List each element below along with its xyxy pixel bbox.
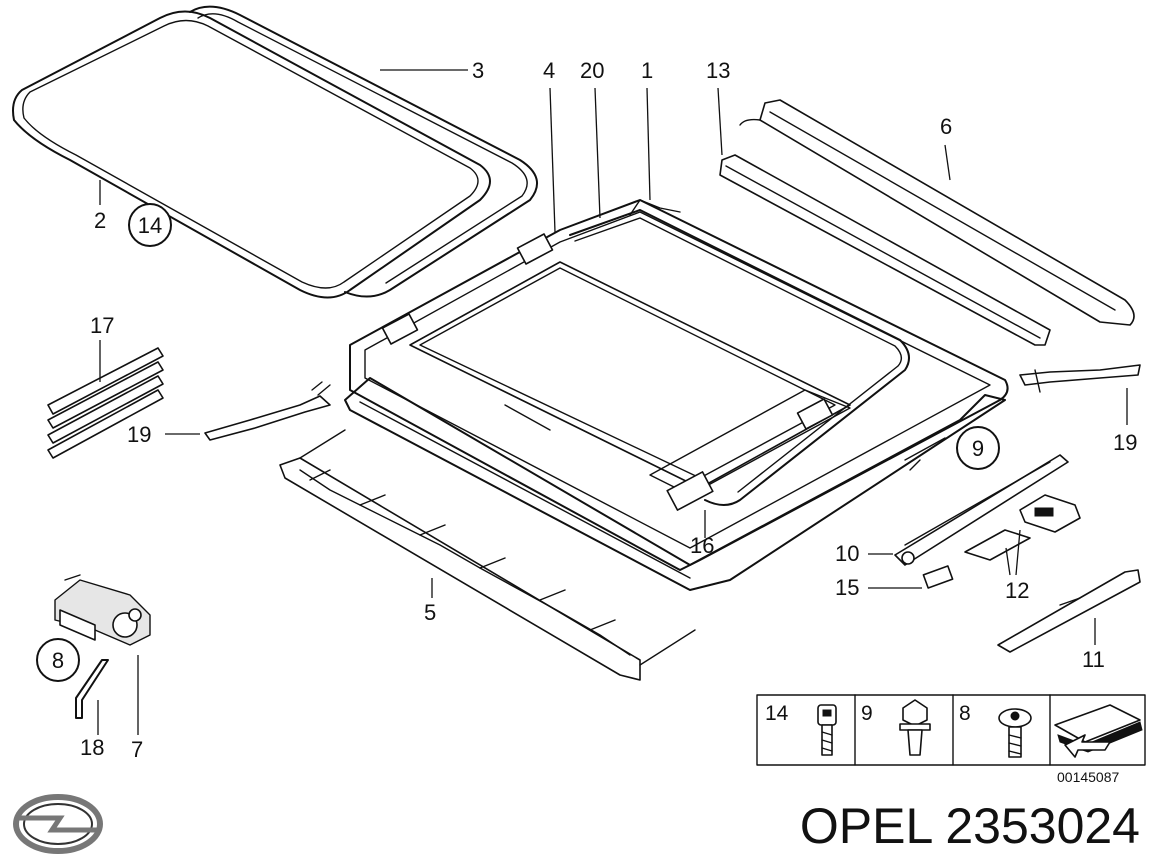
label-12: 12 (1005, 578, 1029, 603)
pad-part (922, 565, 954, 589)
opel-logo-icon (13, 794, 103, 854)
bracket-part (964, 494, 1081, 561)
label-11: 11 (1082, 647, 1105, 672)
hex-key-part (75, 659, 109, 719)
label-13: 13 (706, 58, 730, 83)
label-10: 10 (835, 541, 859, 566)
circled-labels: 14 9 8 (36, 203, 1000, 682)
strip-set-part (47, 347, 164, 459)
label-4: 4 (543, 58, 555, 83)
label-2: 2 (94, 208, 106, 233)
label-19-right: 19 (1113, 430, 1137, 455)
lower-frame-part (344, 377, 1006, 591)
socket-screw-icon (817, 704, 837, 756)
circle-14 (128, 203, 172, 247)
side-trim-part (997, 569, 1141, 653)
rail-part (739, 99, 1135, 326)
deflector-strip-part (719, 154, 1051, 346)
circle-8 (36, 638, 80, 682)
seal-part (189, 5, 539, 298)
fastener-label-9: 9 (861, 702, 873, 725)
circle-label-9: 9 (972, 436, 984, 461)
panel-arrow-icon (1054, 704, 1143, 758)
label-5: 5 (424, 600, 436, 625)
torx-screw-icon (998, 708, 1032, 758)
cable-right-part (1019, 364, 1141, 393)
cable-left-part (204, 381, 331, 441)
fastener-label-8: 8 (959, 702, 971, 725)
label-7: 7 (131, 737, 143, 762)
glass-panel-part (12, 10, 491, 299)
motor-part (54, 574, 151, 646)
circle-label-14: 14 (138, 213, 162, 238)
label-1: 1 (641, 58, 653, 83)
part-labels: 3 4 20 1 13 6 2 17 19 19 16 10 15 12 5 1… (80, 58, 1137, 762)
label-15: 15 (835, 575, 859, 600)
circle-9 (956, 426, 1000, 470)
brand-title: OPEL 2353024 (800, 798, 1140, 854)
label-17: 17 (90, 313, 114, 338)
drive-cable-part (894, 454, 1069, 566)
label-19-left: 19 (127, 422, 151, 447)
fastener-label-14: 14 (765, 702, 789, 725)
hex-flange-bolt-icon (899, 699, 931, 756)
label-18: 18 (80, 735, 104, 760)
drain-channel-part (279, 429, 696, 681)
leader-lines (97, 69, 1128, 735)
label-3: 3 (472, 58, 484, 83)
label-20: 20 (580, 58, 604, 83)
main-frame-part (349, 199, 1009, 571)
label-6: 6 (940, 114, 952, 139)
circle-label-8: 8 (52, 648, 64, 673)
label-16: 16 (690, 533, 714, 558)
reference-code: 00145087 (1057, 769, 1120, 785)
fastener-table: 14 9 8 (756, 694, 1146, 766)
